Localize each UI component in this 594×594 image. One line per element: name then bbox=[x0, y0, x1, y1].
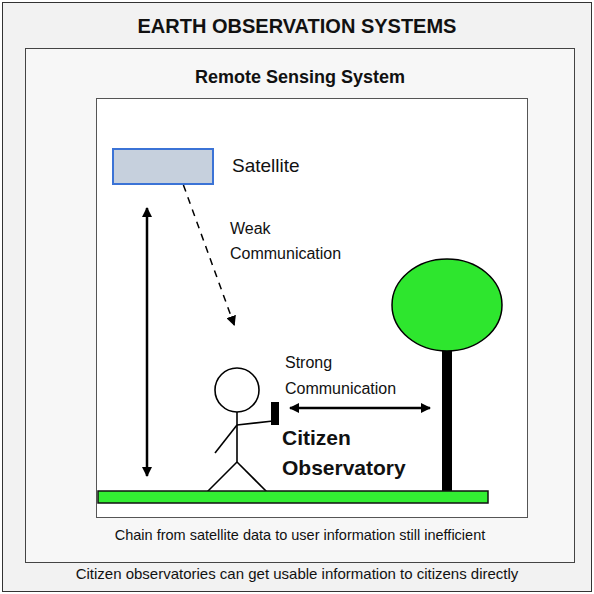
node-label: Citizen Observatory bbox=[282, 423, 422, 483]
person-body bbox=[236, 412, 238, 462]
node-label: Satellite bbox=[232, 154, 320, 178]
satellite-node: Satellite bbox=[112, 148, 322, 185]
box-caption: Chain from satellite data to user inform… bbox=[26, 526, 574, 544]
satellite-body bbox=[112, 148, 214, 185]
frame-caption: Citizen observatories can get usable inf… bbox=[3, 565, 591, 584]
altitude-arrow bbox=[146, 208, 149, 476]
diagram-title: EARTH OBSERVATION SYSTEMS bbox=[3, 14, 591, 39]
annotation-label: Strong Communication bbox=[285, 350, 405, 402]
strong-communication-arrow bbox=[290, 407, 430, 410]
person-arm bbox=[237, 421, 273, 425]
phone-device bbox=[271, 402, 279, 425]
tree-crown bbox=[392, 259, 502, 351]
person-arm bbox=[215, 425, 237, 453]
connector-label: Weak Communication bbox=[230, 216, 350, 266]
communication-connector bbox=[183, 185, 234, 325]
person-head bbox=[215, 368, 259, 412]
system-box: Remote Sensing SystemChain from satellit… bbox=[25, 48, 575, 563]
person-leg bbox=[207, 462, 237, 492]
box-heading: Remote Sensing System bbox=[26, 66, 574, 89]
person-leg bbox=[237, 462, 267, 492]
citizen-node: Citizen Observatory bbox=[205, 325, 430, 493]
ground-strip bbox=[98, 491, 488, 503]
tree-trunk bbox=[442, 345, 452, 492]
